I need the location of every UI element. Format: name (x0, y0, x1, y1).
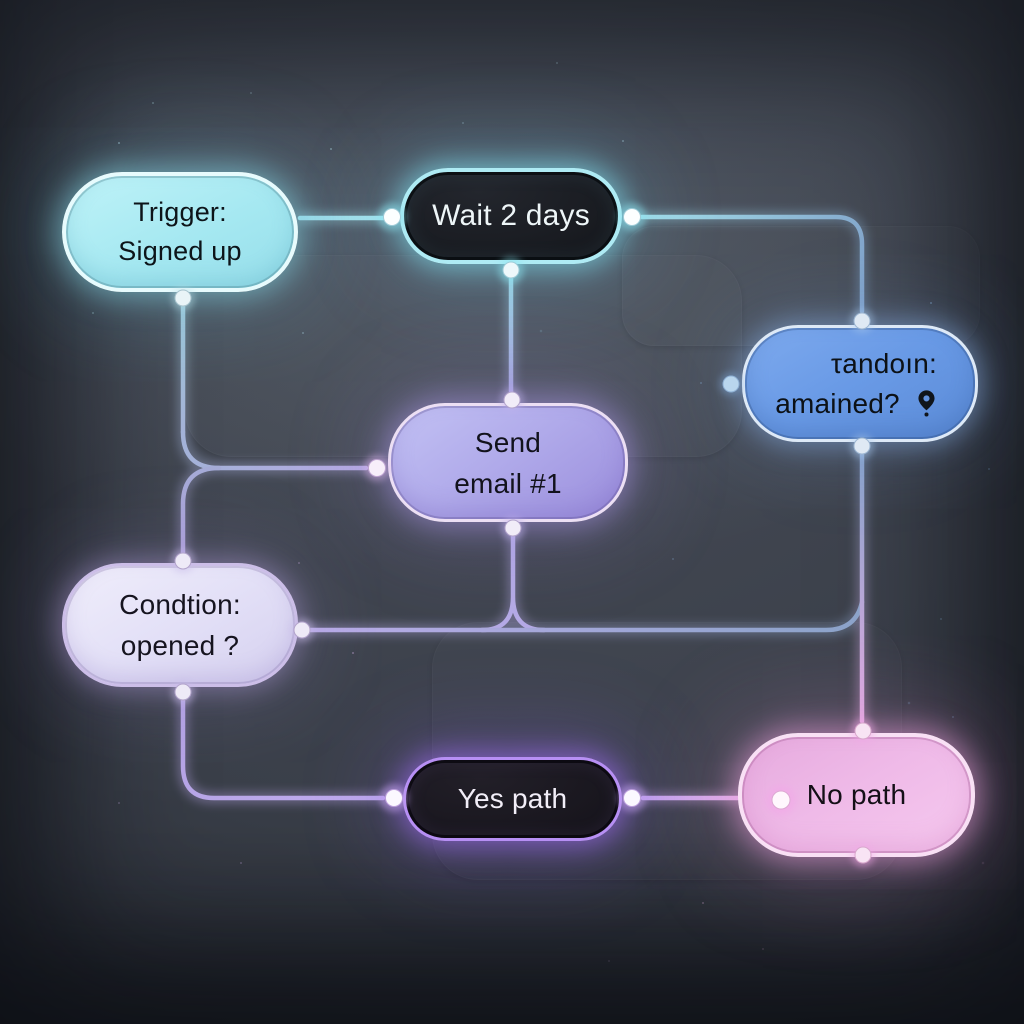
node-condition-opened[interactable]: Condtion: opened ? (62, 563, 298, 687)
node-yes-path[interactable]: Yes path (403, 757, 622, 841)
connector-condition-opened-top[interactable] (171, 549, 195, 573)
node-send-email-1[interactable]: Send email #1 (388, 403, 628, 522)
node-wait-2-days[interactable]: Wait 2 days (400, 168, 622, 264)
connector-wait-bottom[interactable] (498, 257, 524, 283)
node-wait-label: Wait 2 days (432, 199, 590, 232)
node-yes-path-label: Yes path (457, 783, 568, 814)
connector-condition-opened-bottom[interactable] (171, 680, 195, 704)
sparkle-field (0, 0, 2, 2)
node-trigger-label-line2: Signed up (118, 236, 242, 266)
edge-condition-opened-to-yes-path[interactable] (183, 696, 383, 798)
connector-condition-remained-bottom[interactable] (850, 434, 874, 458)
connector-no-path-bottom[interactable] (851, 843, 875, 867)
connector-send-email-top[interactable] (500, 388, 524, 412)
node-condition-remained[interactable]: τandoın: amained? (742, 325, 978, 442)
sparkle-field (0, 0, 2, 2)
connector-send-email-left[interactable] (364, 455, 390, 481)
connector-condition-remained-left[interactable] (719, 372, 743, 396)
connector-trigger-bottom[interactable] (171, 286, 195, 310)
sparkle-field (0, 0, 2, 2)
location-pin-icon (918, 390, 935, 417)
connector-wait-left[interactable] (378, 203, 406, 231)
node-condition-remained-line2: amained? (775, 387, 900, 419)
node-trigger-label-line1: Trigger: (133, 197, 227, 227)
node-trigger-signed-up[interactable]: Trigger: Signed up (62, 172, 298, 292)
node-condition-opened-line2: opened ? (120, 630, 240, 661)
connector-no-path-top[interactable] (851, 719, 875, 743)
node-send-email-line2: email #1 (454, 467, 562, 499)
connector-condition-opened-right[interactable] (290, 618, 314, 642)
edge-trigger-to-condition-opened[interactable] (183, 468, 219, 553)
connector-condition-remained-top[interactable] (850, 309, 874, 333)
connector-yes-path-left[interactable] (380, 784, 408, 812)
connector-no-path-left[interactable] (766, 785, 796, 815)
node-send-email-line1: Send (474, 426, 542, 458)
node-condition-opened-line1: Condtion: (119, 589, 241, 620)
node-condition-remained-line1: τandoın: (830, 347, 938, 379)
connector-wait-right[interactable] (618, 203, 646, 231)
connector-send-email-bottom[interactable] (501, 516, 525, 540)
edge-send-email-down[interactable] (482, 531, 544, 630)
connector-yes-path-right[interactable] (618, 784, 646, 812)
node-no-path-label: No path (806, 779, 907, 810)
